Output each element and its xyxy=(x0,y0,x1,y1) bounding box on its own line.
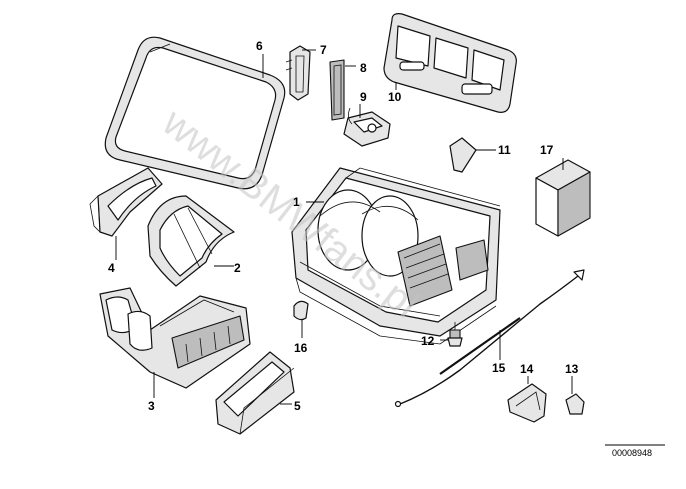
part-12-screw xyxy=(447,322,463,347)
label-13: 13 xyxy=(565,362,579,376)
part-10-grille xyxy=(383,13,517,113)
label-15: 15 xyxy=(492,361,506,375)
label-17: 17 xyxy=(540,143,554,157)
label-8: 8 xyxy=(360,61,367,75)
label-6: 6 xyxy=(256,39,263,53)
label-16: 16 xyxy=(294,341,308,355)
reference-number: 00008948 xyxy=(612,448,652,458)
part-4-duct-shell xyxy=(89,167,163,237)
part-6-seal-frame xyxy=(104,36,286,190)
part-5-lower-duct xyxy=(215,351,295,435)
part-13-clip xyxy=(565,393,585,415)
part-16-clip xyxy=(293,300,309,321)
part-14-bracket xyxy=(507,383,547,423)
label-7: 7 xyxy=(320,43,327,57)
label-14: 14 xyxy=(520,362,534,376)
callout-labels: 6 7 8 9 10 11 17 1 4 2 3 5 16 12 15 14 1… xyxy=(108,39,579,413)
part-7-bracket xyxy=(285,45,311,101)
label-11: 11 xyxy=(498,143,511,157)
label-4: 4 xyxy=(108,261,115,275)
label-2: 2 xyxy=(234,261,241,275)
part-2-curved-duct xyxy=(147,195,235,287)
label-9: 9 xyxy=(360,90,367,104)
leader-lines xyxy=(115,49,665,446)
part-15-cable xyxy=(394,269,585,408)
part-1-housing xyxy=(291,167,501,345)
label-3: 3 xyxy=(148,399,155,413)
part-8-filter-strip xyxy=(329,59,345,121)
part-3-distribution-housing xyxy=(99,287,251,389)
part-9-servo xyxy=(343,107,391,147)
part-17-block xyxy=(535,159,591,237)
part-11-flap xyxy=(449,137,477,173)
label-5: 5 xyxy=(294,399,301,413)
label-1: 1 xyxy=(293,195,300,209)
label-10: 10 xyxy=(388,90,402,104)
label-12: 12 xyxy=(421,334,435,348)
